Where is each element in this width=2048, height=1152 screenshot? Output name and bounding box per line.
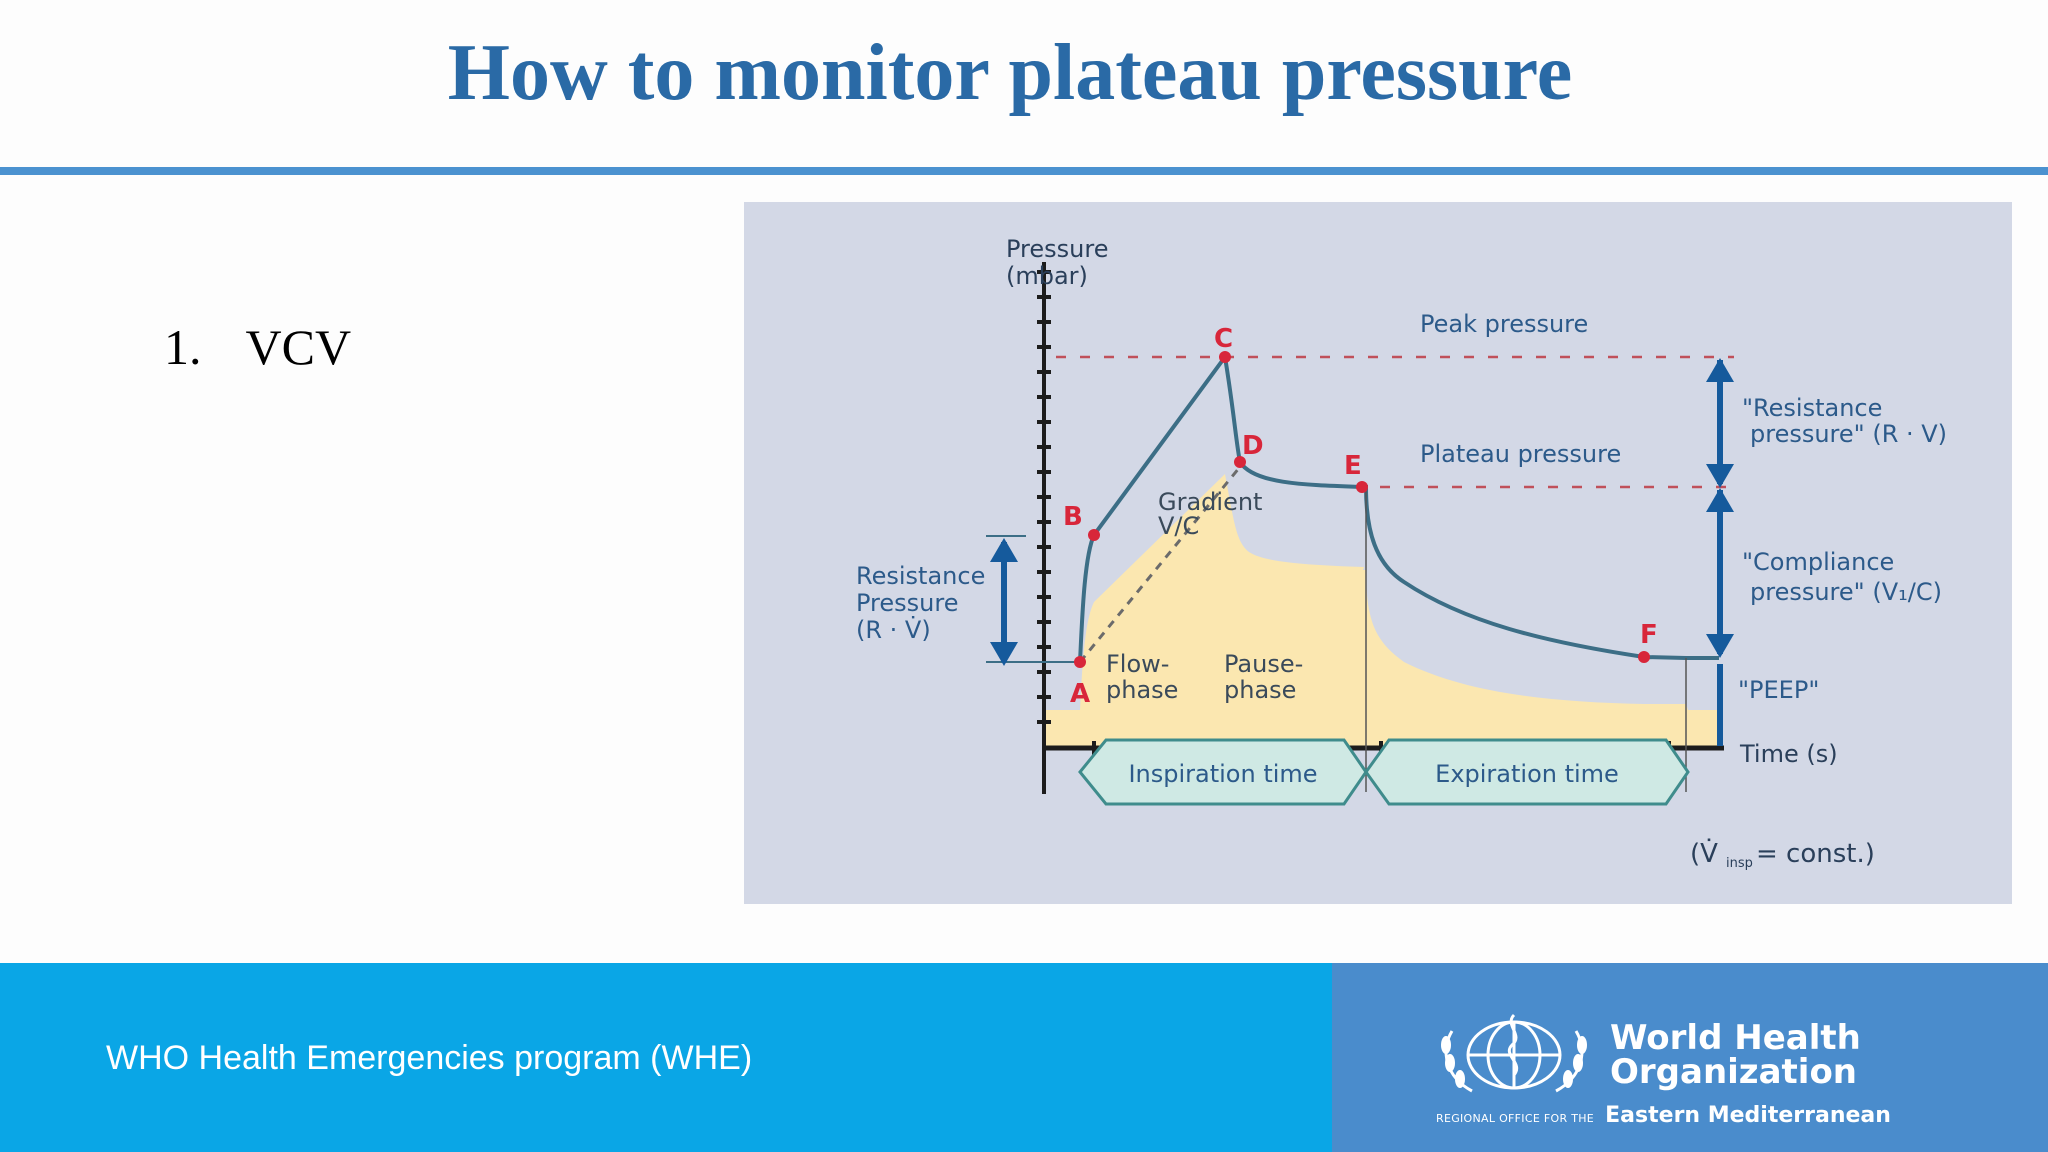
- point-d: [1234, 456, 1246, 468]
- const-note-sub: insp: [1726, 856, 1753, 871]
- flow-phase-line1: Flow-: [1106, 650, 1169, 678]
- bullet-number: 1.: [164, 319, 202, 375]
- label-a: A: [1070, 679, 1090, 709]
- point-b: [1088, 529, 1100, 541]
- expiration-time-bar: Expiration time: [1364, 738, 1690, 806]
- who-emblem-icon: [1441, 1013, 1587, 1093]
- pressure-time-diagram: A B C D E F Pressure (mbar) Time (s) Pea…: [744, 202, 2012, 904]
- resistance-pressure-left-line3: (R · V̇): [856, 616, 931, 644]
- const-note-close: = const.): [1756, 839, 1875, 869]
- const-note-open: (V̇: [1690, 837, 1718, 869]
- resistance-pressure-left-line1: Resistance: [856, 562, 985, 590]
- y-axis-label-line1: Pressure: [1006, 235, 1108, 263]
- who-org-name-line1: World Health: [1610, 1018, 1861, 1058]
- point-e: [1356, 481, 1368, 493]
- label-b: B: [1063, 502, 1083, 532]
- bullet-text: VCV: [245, 319, 352, 375]
- compliance-pressure-line2: pressure" (V₁/C): [1750, 578, 1942, 606]
- point-c: [1219, 351, 1231, 363]
- plateau-pressure-label: Plateau pressure: [1420, 440, 1621, 468]
- who-region: REGIONAL OFFICE FOR THE Eastern Mediterr…: [1436, 1103, 1891, 1128]
- inspiration-time-bar: Inspiration time: [1078, 738, 1368, 806]
- gradient-label-line2: V/C: [1158, 512, 1199, 540]
- who-org-name-line2: Organization: [1610, 1052, 1858, 1092]
- inspiration-time-label: Inspiration time: [1128, 760, 1317, 788]
- who-logo-band: World Health Organization REGIONAL OFFIC…: [1332, 963, 2048, 1152]
- flow-phase-line2: phase: [1106, 676, 1178, 704]
- footer-program-band: WHO Health Emergencies program (WHE): [0, 963, 1332, 1152]
- compliance-arrow: [1706, 488, 1734, 658]
- expiration-time-label: Expiration time: [1435, 760, 1619, 788]
- point-a: [1074, 656, 1086, 668]
- x-axis-label: Time (s): [1739, 740, 1838, 768]
- region-name: Eastern Mediterranean: [1605, 1103, 1891, 1128]
- const-note: (V̇ insp = const.): [1690, 837, 1875, 871]
- resistance-pressure-right-line1: "Resistance: [1742, 394, 1882, 422]
- resistance-arrow-left: [986, 535, 1026, 666]
- pause-phase-line1: Pause-: [1224, 650, 1303, 678]
- region-prefix: REGIONAL OFFICE FOR THE: [1436, 1112, 1595, 1125]
- who-org-name: World Health Organization: [1610, 1021, 1861, 1089]
- program-name: WHO Health Emergencies program (WHE): [106, 1039, 753, 1077]
- resistance-arrow-right: [1706, 358, 1734, 488]
- peep-label: "PEEP": [1738, 676, 1819, 704]
- resistance-pressure-left-line2: Pressure: [856, 589, 958, 617]
- peak-pressure-label: Peak pressure: [1420, 310, 1588, 338]
- gradient-line: [1078, 461, 1246, 663]
- label-c: C: [1214, 324, 1233, 354]
- resistance-pressure-right-line2: pressure" (R · V): [1750, 420, 1947, 448]
- footer: WHO Health Emergencies program (WHE) Wor…: [0, 963, 2048, 1152]
- title-divider: [0, 167, 2048, 175]
- pause-phase-line2: phase: [1224, 676, 1296, 704]
- label-e: E: [1344, 451, 1362, 481]
- y-axis-ticks: [1037, 270, 1051, 724]
- gradient-label-line1: Gradient: [1158, 488, 1262, 516]
- compliance-pressure-line1: "Compliance: [1742, 548, 1894, 576]
- y-axis-label-line2: (mbar): [1006, 262, 1088, 290]
- point-f: [1638, 651, 1650, 663]
- pressure-area: [1044, 474, 1719, 748]
- bullet-item: 1. VCV: [164, 318, 351, 376]
- label-d: D: [1242, 431, 1264, 461]
- curve-points: [1074, 351, 1650, 668]
- slide-title: How to monitor plateau pressure: [447, 29, 1573, 117]
- label-f: F: [1640, 620, 1658, 650]
